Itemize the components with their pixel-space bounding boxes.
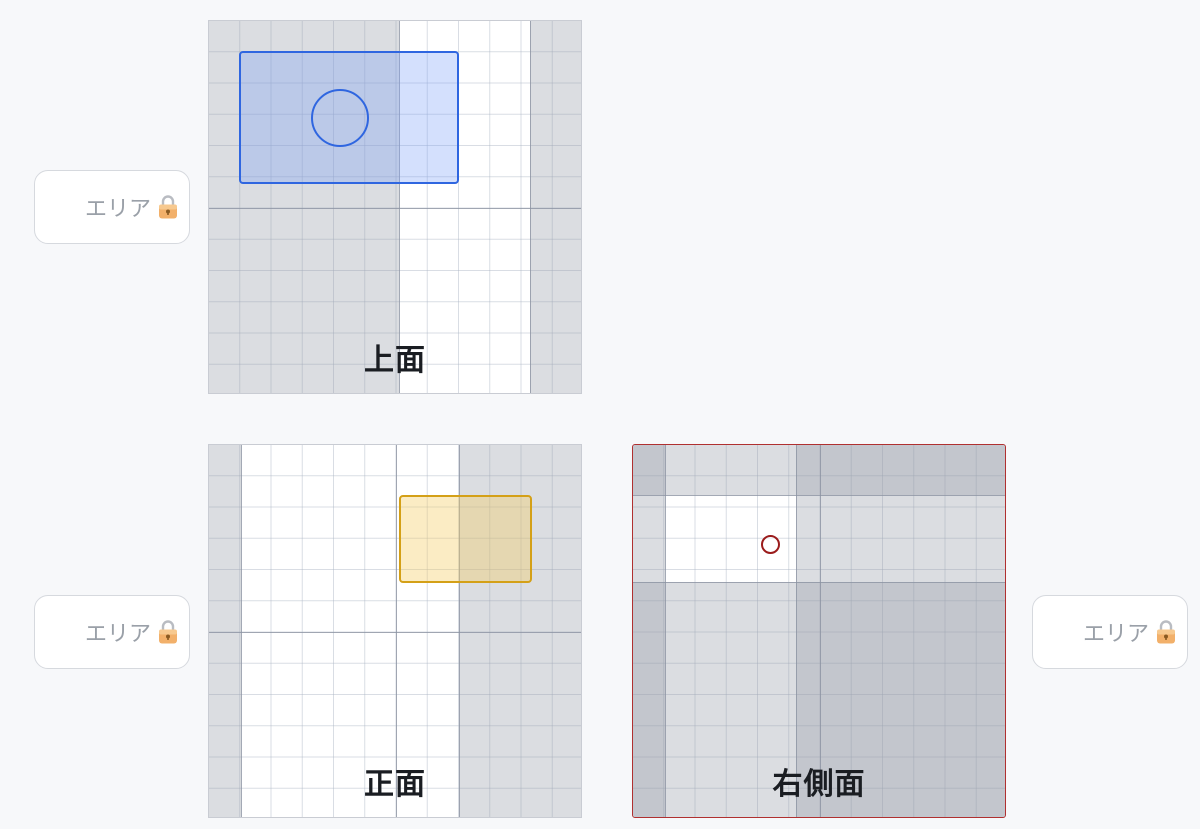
grid	[209, 21, 581, 393]
area-lock-tag-front[interactable]: エリア	[34, 595, 190, 669]
lock-icon	[159, 620, 177, 644]
shade-region	[796, 445, 1005, 817]
area-lock-tag-right[interactable]: エリア	[1032, 595, 1188, 669]
divider-line	[633, 582, 1005, 583]
divider-line	[399, 21, 400, 393]
divider-line	[796, 445, 797, 817]
shade-region	[633, 445, 1005, 495]
grid	[209, 445, 581, 817]
front-view-panel[interactable]: 正面	[208, 444, 582, 818]
right-view-panel[interactable]: 右側面	[632, 444, 1006, 818]
shade-region	[209, 445, 241, 817]
grid	[633, 445, 1005, 817]
shade-region	[459, 445, 581, 817]
lock-tag-label: エリア	[1082, 622, 1149, 647]
shade-region	[633, 445, 665, 817]
top-view-panel[interactable]: 上面	[208, 20, 582, 394]
right-view-label: 右側面	[772, 767, 866, 802]
area-lock-tag-top[interactable]: エリア	[34, 170, 190, 244]
divider-line	[396, 445, 397, 817]
front-view-label: 正面	[364, 767, 426, 802]
divider-line	[633, 495, 1005, 496]
top-selection-circle[interactable]	[311, 89, 369, 147]
top-view-label: 上面	[364, 343, 426, 378]
lock-tag-label: エリア	[84, 197, 151, 222]
divider-line	[459, 445, 460, 817]
shade-region	[530, 21, 581, 393]
front-selection-rect[interactable]	[399, 495, 532, 583]
divider-line	[820, 445, 821, 817]
lock-icon	[159, 195, 177, 219]
divider-line	[530, 21, 531, 393]
divider-line	[241, 445, 242, 817]
right-selection-marker[interactable]	[761, 535, 780, 554]
divider-line	[209, 632, 581, 633]
divider-line	[209, 208, 581, 209]
divider-line	[665, 445, 666, 817]
lock-tag-label: エリア	[84, 622, 151, 647]
shade-region	[633, 582, 1005, 817]
lock-icon	[1157, 620, 1175, 644]
